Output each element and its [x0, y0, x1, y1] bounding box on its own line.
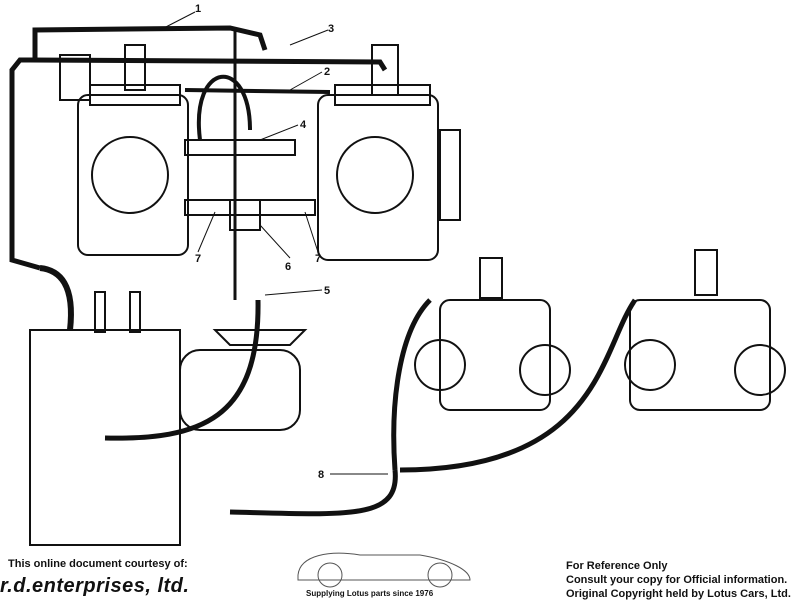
pipe-5: [104, 299, 261, 441]
callout-7-left: 7: [195, 253, 201, 265]
carburettor-lower-right: [629, 299, 771, 411]
reference-line-1: For Reference Only: [566, 560, 668, 572]
callout-6: 6: [285, 261, 291, 273]
pipe-3: [9, 57, 41, 271]
reference-line-2: Consult your copy for Official informati…: [566, 574, 788, 586]
carburettor-lower-left: [439, 299, 551, 411]
lotus-car-logo: [297, 552, 471, 588]
pipe-8-left: [391, 298, 432, 471]
callout-5: 5: [324, 285, 330, 297]
tagline: Supplying Lotus parts since 1976: [306, 589, 434, 598]
pipe-1: [32, 25, 268, 60]
pipe-3-top: [29, 57, 388, 72]
carburettor-right: [317, 94, 439, 261]
callout-8: 8: [318, 469, 324, 481]
callout-2: 2: [324, 66, 330, 78]
carburettor-left: [77, 94, 189, 256]
callout-3: 3: [328, 23, 334, 35]
pipe-loop: [196, 74, 252, 141]
fuel-pump: [212, 329, 308, 346]
pipe-2: [184, 88, 331, 94]
brand-logo-text: r.d.enterprises, ltd.: [0, 575, 190, 597]
callout-1: 1: [195, 3, 201, 15]
callout-4: 4: [300, 119, 307, 131]
pipe-8-feed: [229, 469, 398, 517]
reference-line-3: Original Copyright held by Lotus Cars, L…: [566, 588, 791, 600]
callout-7-right: 7: [315, 253, 321, 265]
pipe-8-right: [399, 298, 638, 473]
courtesy-text: This online document courtesy of:: [8, 558, 188, 570]
